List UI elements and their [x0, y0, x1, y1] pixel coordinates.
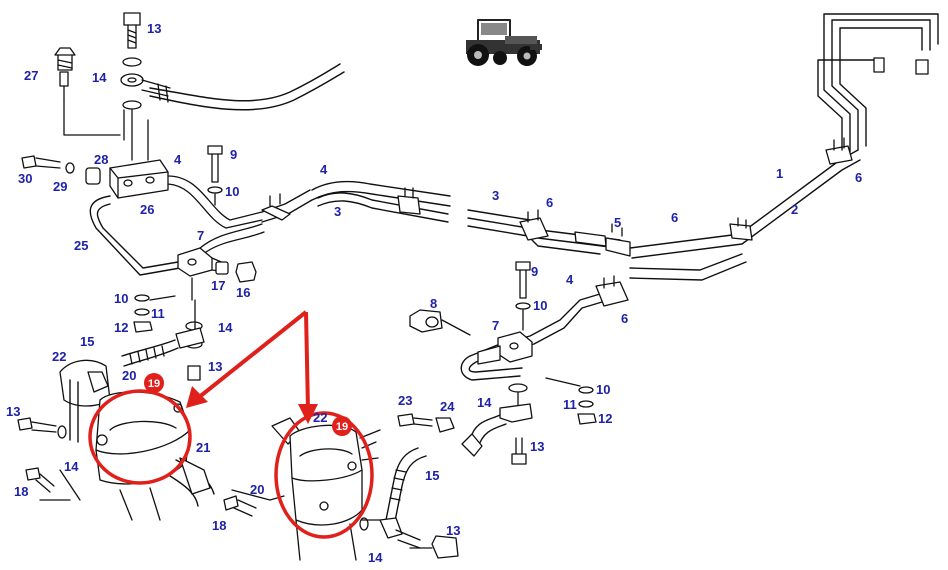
part-label: 27 [24, 68, 38, 83]
part-labels: 13 27 14 9 10 28 4 30 29 26 25 7 17 16 1… [6, 21, 862, 565]
part-label: 29 [53, 179, 67, 194]
part-label: 3 [334, 204, 341, 219]
part-label: 5 [614, 215, 621, 230]
part-label: 18 [212, 518, 226, 533]
part-label: 10 [114, 291, 128, 306]
part-label: 14 [477, 395, 492, 410]
part-label: 13 [446, 523, 460, 538]
highlight-ring-left [88, 389, 192, 485]
part-label: 9 [230, 147, 237, 162]
arrow-shaft-center [304, 311, 310, 411]
arrow-head-left [186, 386, 208, 408]
part-label: 15 [425, 468, 439, 483]
part-label: 12 [598, 411, 612, 426]
part-label: 12 [114, 320, 128, 335]
part-label: 6 [621, 311, 628, 326]
part-label: 2 [791, 202, 798, 217]
part-label: 20 [250, 482, 264, 497]
part-label: 14 [368, 550, 383, 565]
part-label: 14 [64, 459, 79, 474]
badge-19-left-text: 19 [148, 378, 160, 390]
arrow-head-center [298, 404, 318, 424]
highlight-overlay [88, 310, 374, 539]
part-label: 13 [208, 359, 222, 374]
part-label: 18 [14, 484, 28, 499]
part-label: 8 [430, 296, 437, 311]
part-label: 28 [94, 152, 108, 167]
part-label: 7 [197, 228, 204, 243]
badge-19-center: 19 [332, 416, 352, 436]
part-label: 14 [218, 320, 233, 335]
part-label: 6 [546, 195, 553, 210]
part-label: 17 [211, 278, 225, 293]
part-label: 22 [52, 349, 66, 364]
part-label: 13 [530, 439, 544, 454]
part-label: 3 [492, 188, 499, 203]
part-label: 4 [320, 162, 328, 177]
part-label: 11 [563, 397, 577, 412]
part-label: 10 [596, 382, 610, 397]
part-label: 6 [671, 210, 678, 225]
part-label: 4 [174, 152, 182, 167]
tractor-icon [466, 19, 542, 66]
part-label: 10 [225, 184, 239, 199]
part-label: 11 [151, 306, 165, 321]
arrow-shaft-left [196, 310, 308, 400]
part-label: 4 [566, 272, 574, 287]
part-label: 14 [92, 70, 107, 85]
part-label: 20 [122, 368, 136, 383]
part-label: 26 [140, 202, 154, 217]
part-label: 24 [440, 399, 455, 414]
part-label: 23 [398, 393, 412, 408]
part-label: 16 [236, 285, 250, 300]
badge-19-center-text: 19 [336, 421, 348, 433]
part-label: 30 [18, 171, 32, 186]
part-label: 22 [313, 410, 327, 425]
part-label: 7 [492, 318, 499, 333]
part-label: 6 [855, 170, 862, 185]
part-label: 25 [74, 238, 88, 253]
part-label: 9 [531, 264, 538, 279]
part-label: 15 [80, 334, 94, 349]
hydraulic-pump-left [39, 359, 215, 521]
badge-19-left: 19 [144, 373, 164, 393]
part-label: 1 [776, 166, 783, 181]
part-label: 13 [147, 21, 161, 36]
hydraulic-pump-center [271, 417, 379, 561]
part-label: 21 [196, 440, 210, 455]
part-label: 10 [533, 298, 547, 313]
highlight-ring-center [274, 411, 374, 539]
line-art [17, 12, 939, 561]
part-label: 13 [6, 404, 20, 419]
